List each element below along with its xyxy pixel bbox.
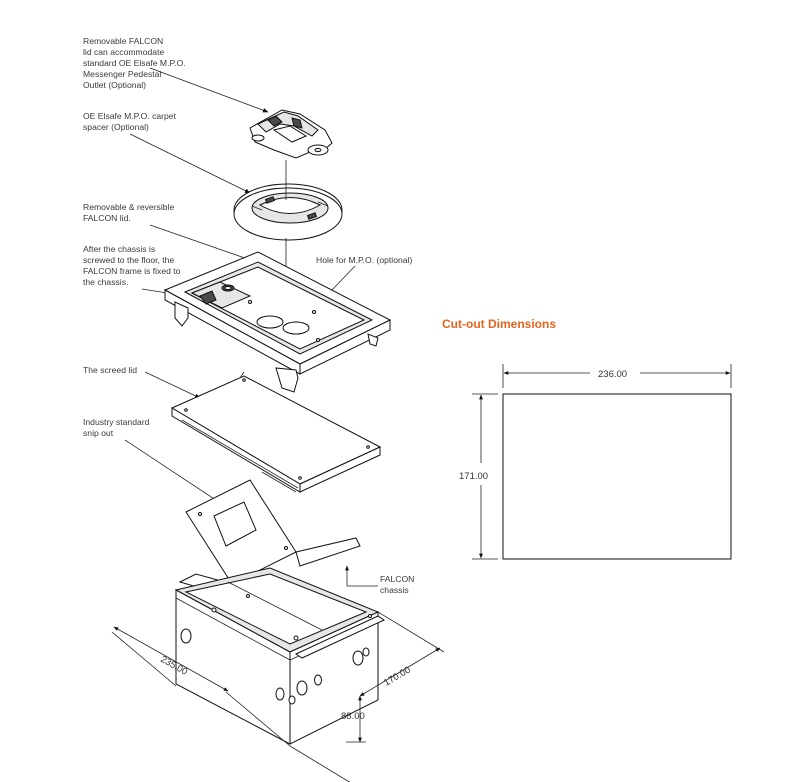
cutout-drawing: 236.00 171.00	[459, 364, 732, 560]
label-line: snip out	[83, 428, 114, 438]
label-line: chassis	[380, 585, 409, 595]
label-carpet-spacer: OE Elsafe M.P.O. carpet spacer (Optional…	[83, 111, 177, 132]
label-line: spacer (Optional)	[83, 122, 149, 132]
dimension-width-value: 170.00	[382, 665, 413, 689]
label-line: Removable & reversible	[83, 202, 174, 212]
cutout-title: Cut-out Dimensions	[442, 317, 556, 331]
label-line: Industry standard	[83, 417, 150, 427]
label-line: FALCON lid.	[83, 213, 131, 223]
mpo-outlet	[249, 109, 333, 172]
cutout-height-value: 171.00	[459, 471, 488, 482]
chassis-dimension-height: 88.00	[341, 695, 366, 743]
leader-lid-outlet	[149, 67, 269, 113]
label-line: OE Elsafe M.P.O. carpet	[83, 111, 177, 121]
falcon-chassis	[174, 479, 386, 745]
label-line: After the chassis is	[83, 244, 155, 254]
leader-chassis	[345, 565, 378, 587]
label-line: lid can accommodate	[83, 47, 164, 57]
dimension-height-value: 88.00	[341, 711, 365, 722]
cutout-rectangle	[502, 393, 732, 560]
label-screed-lid: The screed lid	[83, 365, 137, 375]
label-frame-fixed: After the chassis is screwed to the floo…	[83, 244, 181, 287]
label-lid-outlet: Removable FALCON lid can accommodate sta…	[83, 36, 186, 90]
label-line: standard OE Elsafe M.P.O.	[83, 58, 186, 68]
label-line: Removable FALCON	[83, 36, 163, 46]
screed-lid	[170, 371, 382, 493]
leader-screed-lid	[144, 371, 201, 399]
label-line: Messenger Pedestal	[83, 69, 161, 79]
falcon-frame	[163, 251, 392, 393]
carpet-spacer	[233, 183, 343, 241]
label-line: Outlet (Optional)	[83, 80, 146, 90]
label-snip-out: Industry standard snip out	[83, 417, 150, 438]
label-line: FALCON frame is fixed to	[83, 266, 181, 276]
label-line: FALCON	[380, 574, 414, 584]
label-chassis: FALCON chassis	[380, 574, 414, 595]
label-line: screwed to the floor, the	[83, 255, 174, 265]
label-hole-mpo: Hole for M.P.O. (optional)	[316, 255, 412, 265]
leader-carpet-spacer	[129, 133, 251, 194]
label-reversible-lid: Removable & reversible FALCON lid.	[83, 202, 174, 223]
label-line: the chassis.	[83, 277, 128, 287]
cutout-width-value: 236.00	[598, 369, 627, 380]
